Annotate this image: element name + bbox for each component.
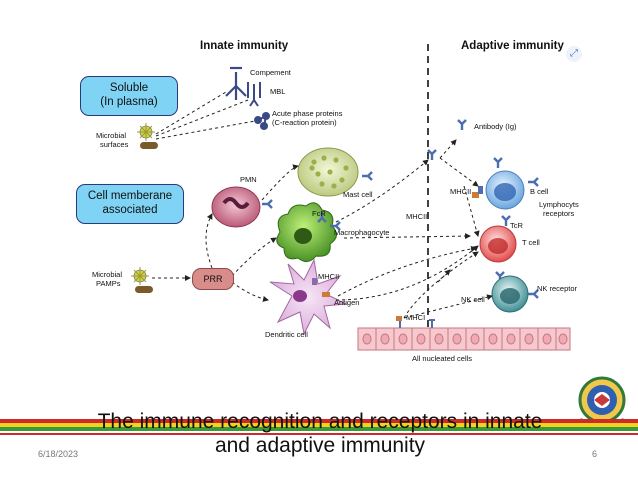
stripe-green bbox=[0, 427, 638, 431]
membrane-box-line1: Cell memberane bbox=[87, 190, 173, 202]
stripe-yellow bbox=[0, 423, 638, 427]
mhcii-left-label: MHCII bbox=[318, 272, 340, 281]
stripe-red bbox=[0, 419, 638, 423]
nucleated-cells-label: All nucleated cells bbox=[412, 354, 473, 363]
t-cell bbox=[479, 225, 517, 263]
tcr-label: TcR bbox=[510, 221, 523, 230]
nk-cell-label: NK cell bbox=[461, 295, 485, 304]
microbial-surfaces-label-1: Microbial bbox=[96, 131, 127, 140]
mast-cell-label: Mast cell bbox=[343, 190, 373, 199]
mast-cell bbox=[297, 147, 359, 197]
flow-arrows bbox=[152, 139, 493, 319]
soluble-box-line2: (In plasma) bbox=[100, 96, 158, 108]
nk-receptor-label: NK receptor bbox=[537, 284, 578, 293]
antibody-label: Antibody (Ig) bbox=[474, 122, 517, 131]
footer-date: 6/18/2023 bbox=[38, 449, 79, 459]
mhcii-icon bbox=[472, 186, 483, 198]
microbial-pamps-label-2: PAMPs bbox=[96, 279, 121, 288]
dendritic-cell-label: Dendritic cell bbox=[265, 330, 308, 339]
microbial-pamps-label-1: Microbial bbox=[92, 270, 123, 279]
stripe-red-thin bbox=[0, 433, 638, 435]
antigen-label: Antigen bbox=[334, 298, 360, 307]
lymphocyte-receptors-label-1: Lymphocyts bbox=[539, 200, 579, 209]
pmn-cell bbox=[211, 186, 261, 228]
mhcii-b-label: MHCII bbox=[450, 187, 472, 196]
acute-phase-label-2: (C-reaction protein) bbox=[272, 118, 337, 127]
mhcii-mid-label: MHCII bbox=[406, 212, 428, 221]
soluble-box: Soluble (In plasma) bbox=[80, 76, 178, 116]
macrophage-cell bbox=[276, 202, 337, 262]
b-cell-label: B cell bbox=[530, 187, 549, 196]
prr-label: PRR bbox=[192, 268, 234, 290]
mbl-molecule-icon bbox=[247, 82, 261, 107]
slide-caption: The immune recognition and receptors in … bbox=[40, 410, 600, 458]
fcr-label: FcR bbox=[312, 209, 326, 218]
acute-phase-label-1: Acute phase proteins bbox=[272, 109, 343, 118]
adaptive-immunity-heading: Adaptive immunity bbox=[461, 40, 564, 52]
footer-page-number: 6 bbox=[592, 449, 598, 459]
soluble-links bbox=[155, 91, 256, 140]
nk-cell bbox=[491, 275, 529, 313]
t-cell-label: T cell bbox=[522, 238, 540, 247]
microbe-surfaces-icon bbox=[137, 123, 158, 149]
microbial-surfaces-label-2: surfaces bbox=[100, 140, 129, 149]
complement-molecule-icon bbox=[225, 66, 247, 100]
pmn-label: PMN bbox=[240, 175, 257, 184]
membrane-box-line2: associated bbox=[102, 204, 158, 216]
zoom-icon[interactable]: ⤢ bbox=[566, 46, 582, 62]
b-cell bbox=[485, 170, 525, 210]
compement-label: Compement bbox=[250, 68, 291, 77]
macrophagocyte-label: Macrophagocyte bbox=[334, 228, 390, 237]
mbl-label: MBL bbox=[270, 87, 286, 96]
slide-caption-line1: The immune recognition and receptors in … bbox=[97, 410, 543, 433]
microbe-pamps-icon bbox=[131, 267, 153, 293]
membrane-box: Cell memberane associated bbox=[76, 184, 184, 224]
soluble-box-line1: Soluble bbox=[109, 82, 149, 94]
nucleated-cells-row bbox=[357, 316, 571, 351]
mhci-label: MHCI bbox=[406, 313, 426, 322]
slide-caption-line2: and adaptive immunity bbox=[214, 434, 426, 457]
innate-immunity-heading: Innate immunity bbox=[200, 40, 289, 52]
acute-phase-protein-icon bbox=[254, 112, 270, 130]
lymphocyte-receptors-label-2: receptors bbox=[543, 209, 575, 218]
antigen-icon bbox=[312, 278, 330, 297]
